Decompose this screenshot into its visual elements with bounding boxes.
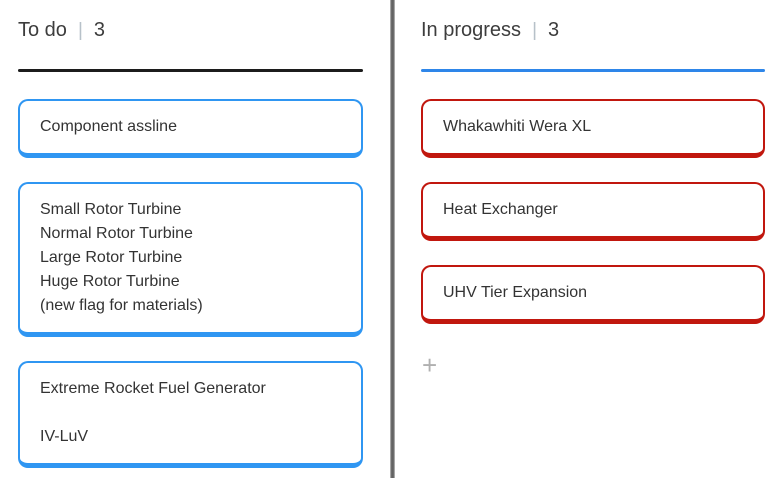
card-text-line: Extreme Rocket Fuel Generator: [40, 380, 266, 397]
column-divider: [390, 0, 395, 478]
card-text-line: Large Rotor Turbine: [40, 249, 183, 266]
add-card-button[interactable]: +: [422, 350, 438, 380]
card-text-line: (new flag for materials): [40, 297, 203, 314]
column-count-separator: |: [532, 20, 537, 41]
card-text-line: Component assline: [40, 118, 177, 135]
column-count-separator: |: [77, 20, 83, 41]
column-count: 3: [548, 19, 560, 41]
column-in-progress: In progress | 3 Whakawhiti Wera XL Heat Exc…: [395, 0, 781, 478]
column-title: To do: [18, 19, 67, 41]
column-rule: [18, 69, 363, 72]
card-text-line: Heat Exchanger: [443, 201, 558, 218]
card-text-line: UHV Tier Expansion: [443, 284, 588, 301]
card[interactable]: UHV Tier Expansion: [421, 265, 765, 324]
card-text-line: IV-LuV: [40, 428, 89, 445]
column-count: 3: [93, 19, 105, 41]
card-text-line: Whakawhiti Wera XL: [443, 118, 592, 135]
column-rule: [421, 69, 765, 72]
card-text-line: Normal Rotor Turbine: [40, 225, 193, 242]
column-header: To do | 3: [18, 16, 363, 44]
card-text-line: Huge Rotor Turbine: [40, 273, 180, 290]
column-header: In progress | 3: [421, 16, 765, 44]
card[interactable]: Heat Exchanger: [421, 182, 765, 241]
card[interactable]: Whakawhiti Wera XL: [421, 99, 765, 158]
column-title: In progress: [421, 19, 522, 41]
card-text-line: Small Rotor Turbine: [40, 201, 182, 218]
card-text-line: [40, 401, 341, 425]
card[interactable]: Component assline: [18, 99, 363, 158]
